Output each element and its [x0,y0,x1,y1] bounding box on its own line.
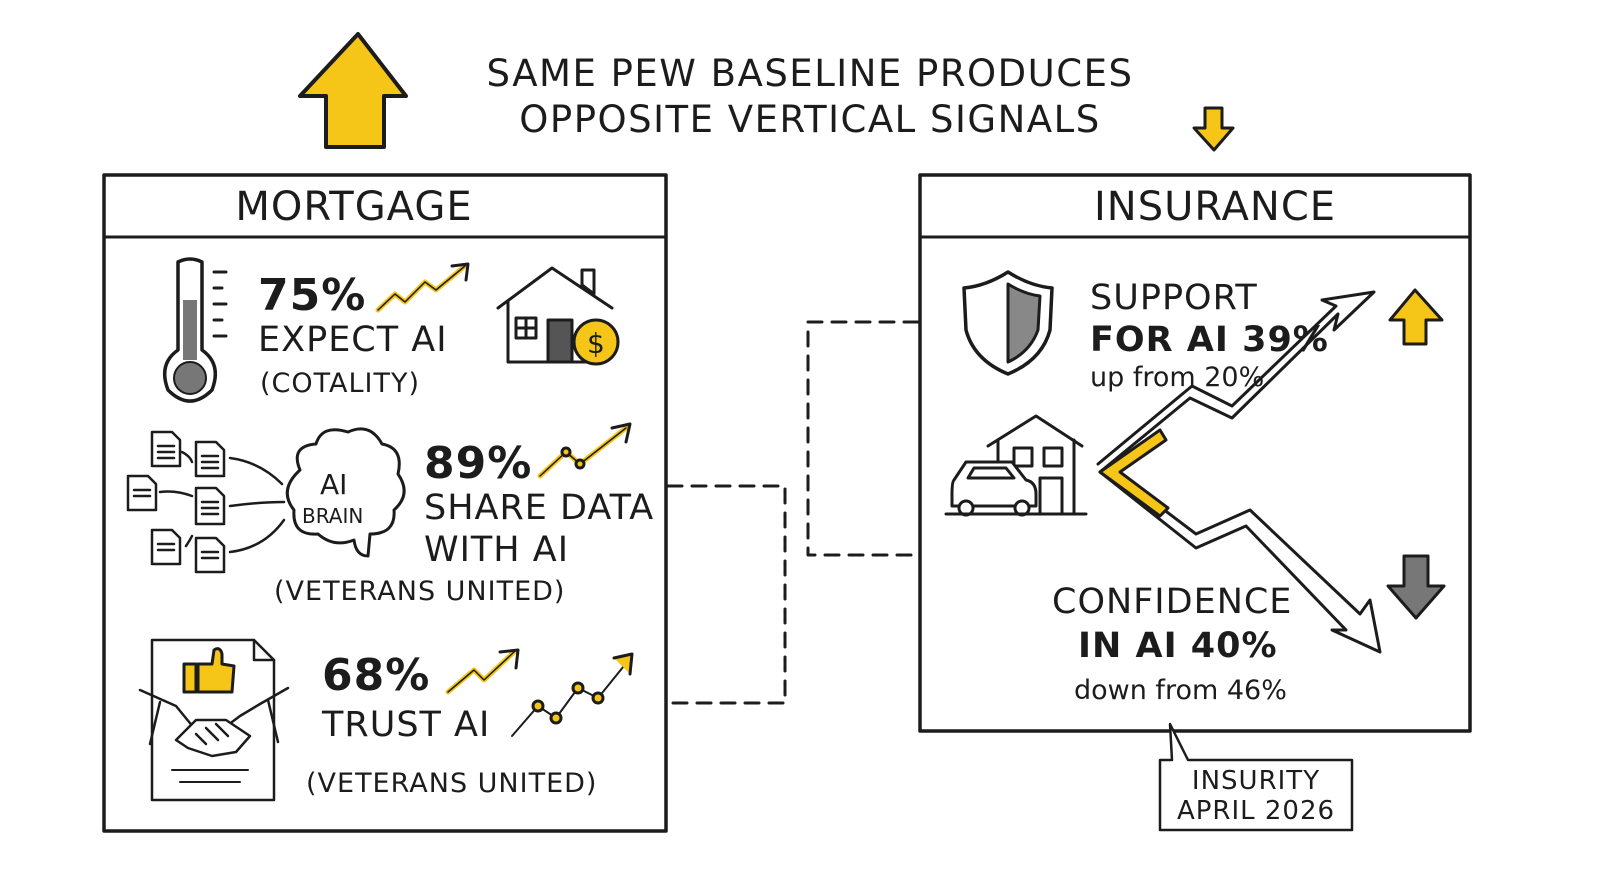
support-line-1: SUPPORT [1090,278,1258,318]
arrow-up-icon [298,32,408,149]
stat-source: (VETERANS UNITED) [274,576,566,607]
callout-box [1158,722,1354,832]
stat-source: (VETERANS UNITED) [306,768,598,799]
confidence-line-1: CONFIDENCE [1052,582,1293,622]
car-house-icon [944,414,1088,517]
brain-icon [285,427,406,558]
stat-source: (COTALITY) [260,368,421,399]
title-line-1: SAME PEW BASELINE PRODUCES [486,52,1134,95]
title-line-2: OPPOSITE VERTICAL SIGNALS [519,98,1101,141]
support-sub: up from 20% [1090,362,1265,393]
zigzag-arrows-icon [1096,288,1446,654]
trend-up-icon [537,422,632,479]
stat-value: 75% [258,270,367,321]
confidence-sub: down from 46% [1074,675,1287,706]
insurance-heading: INSURANCE [1093,184,1337,230]
thermometer-icon [162,257,228,403]
stat-label: EXPECT AI [258,320,448,360]
stat-value: 89% [424,438,533,489]
stat-value: 68% [322,650,431,701]
insurance-panel [918,173,1472,733]
shield-icon [962,270,1054,376]
trend-up-icon [445,648,634,737]
confidence-line-2: IN AI 40% [1078,626,1278,666]
stat-label: SHARE DATA [424,488,655,528]
trend-up-icon [375,262,470,313]
dashed-connector [666,320,920,705]
handshake-icon [138,686,290,758]
mortgage-heading: MORTGAGE [235,184,473,230]
mortgage-panel [102,173,668,833]
stat-label: WITH AI [424,530,570,570]
callout-line-2: APRIL 2026 [1176,796,1336,826]
stat-label: TRUST AI [322,705,491,745]
callout-line-1: INSURITY [1191,766,1321,796]
document-icon [126,430,286,574]
svg-text:$: $ [587,327,605,360]
arrow-down-icon [1192,106,1235,152]
brain-label: AI [320,468,348,501]
house-dollar-icon: $ [496,266,620,366]
brain-label: BRAIN [302,504,364,528]
support-line-2: FOR AI 39% [1090,320,1329,360]
